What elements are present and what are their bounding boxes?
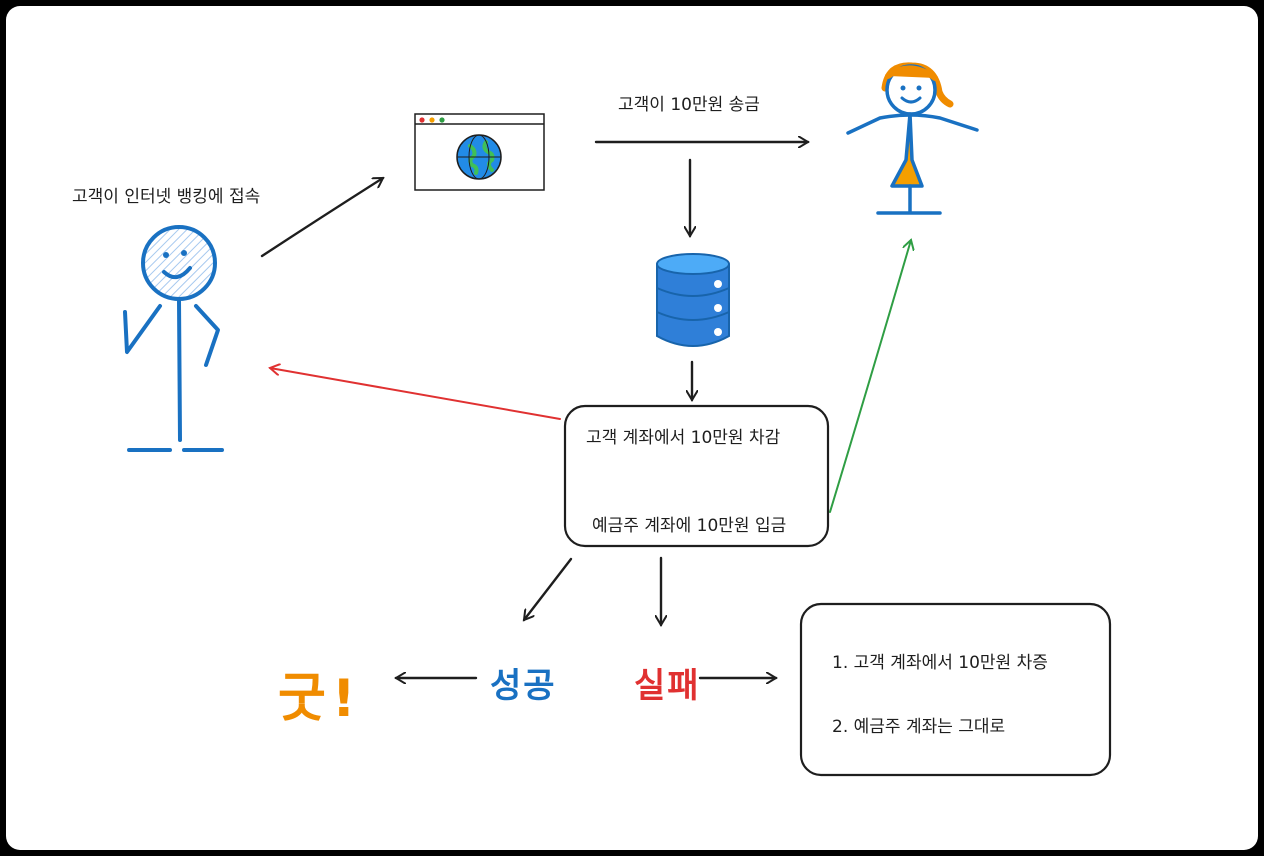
diagram-canvas: 고객이 인터넷 뱅킹에 접속 고객이 10만원 송금 고객 계좌에서 10만원 … — [6, 6, 1258, 850]
customer-transfer-label: 고객이 10만원 송금 — [618, 95, 760, 115]
rollback-step-2: 2. 예금주 계좌는 그대로 — [832, 717, 1006, 737]
success-label: 성공 — [490, 666, 557, 706]
globe-icon — [456, 134, 502, 180]
rollback-box — [799, 602, 1112, 777]
good-label: 굿! — [278, 669, 362, 729]
arrow-process-to-customer — [270, 368, 561, 420]
debit-step-label: 고객 계좌에서 10만원 차감 — [586, 428, 781, 448]
failure-label: 실패 — [634, 666, 701, 706]
customer-figure-icon — [123, 225, 224, 452]
arrow-process-to-success — [522, 557, 573, 620]
customer-access-label: 고객이 인터넷 뱅킹에 접속 — [72, 187, 261, 207]
arrow-process-to-recipient — [829, 240, 911, 513]
browser-window-icon — [414, 113, 545, 191]
credit-step-label: 예금주 계좌에 10만원 입금 — [592, 516, 787, 536]
arrow-customer-to-browser — [260, 176, 383, 258]
arrows — [260, 142, 911, 678]
rollback-step-1: 1. 고객 계좌에서 10만원 차증 — [832, 653, 1048, 673]
diagram-graphics — [123, 62, 1112, 777]
database-icon — [656, 253, 730, 347]
process-box — [563, 404, 830, 548]
recipient-figure-icon — [846, 62, 979, 215]
